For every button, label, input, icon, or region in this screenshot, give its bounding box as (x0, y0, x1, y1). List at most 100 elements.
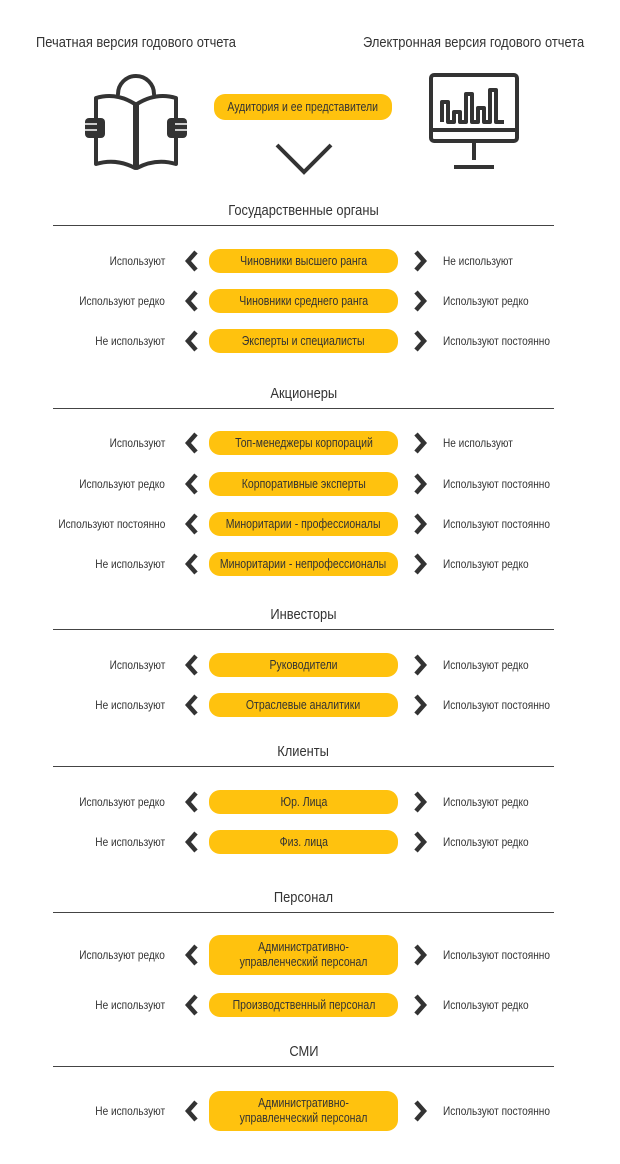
chevron-right-icon (414, 473, 428, 495)
audience-group-pill: Отраслевые аналитики (209, 693, 398, 717)
section-title-text: СМИ (288, 1043, 319, 1060)
section-title: Государственные органы (53, 202, 554, 219)
section-divider (53, 912, 554, 913)
audience-group-label: Физ. лица (279, 834, 328, 849)
audience-group-label: Эксперты и специалисты (242, 333, 365, 348)
chevron-right-icon (414, 831, 428, 853)
print-usage-label: Используют (109, 254, 165, 268)
audience-group-pill: Миноритарии - профессионалы (209, 512, 398, 536)
chevron-right-icon (414, 330, 428, 352)
electronic-usage-label: Не используют (443, 254, 513, 268)
electronic-usage-label: Используют постоянно (443, 1104, 550, 1118)
section-title-text: Акционеры (270, 385, 337, 402)
chevron-left-icon (184, 694, 198, 716)
chevron-right-icon (414, 513, 428, 535)
monitor-chart-icon (429, 73, 519, 169)
audience-group-label: Юр. Лица (280, 794, 327, 809)
section-title: Клиенты (53, 743, 554, 760)
chevron-left-icon (184, 513, 198, 535)
audience-group-pill: Чиновники среднего ранга (209, 289, 398, 313)
electronic-usage-label: Не используют (443, 436, 513, 450)
section-title-text: Клиенты (277, 743, 330, 760)
electronic-usage-label: Используют редко (443, 998, 529, 1012)
chevron-left-icon (184, 290, 198, 312)
print-usage-label: Используют редко (79, 294, 165, 308)
section-title-text: Государственные органы (228, 202, 379, 219)
audience-group-pill: Производственный персонал (209, 993, 398, 1017)
audience-group-pill: Административно-управленческий персонал (209, 935, 398, 975)
audience-group-pill: Топ-менеджеры корпораций (209, 431, 398, 455)
section-title: СМИ (53, 1043, 554, 1060)
chevron-left-icon (184, 553, 198, 575)
section-title: Акционеры (53, 385, 554, 402)
chevron-left-icon (184, 250, 198, 272)
chevron-left-icon (184, 473, 198, 495)
electronic-version-title: Электронная версия годового отчета (362, 34, 584, 51)
electronic-usage-label: Используют постоянно (443, 948, 550, 962)
electronic-usage-label: Используют редко (443, 658, 529, 672)
section-title-text: Инвесторы (270, 606, 337, 623)
audience-group-label: Миноритарии - непрофессионалы (220, 556, 387, 571)
chevron-left-icon (184, 831, 198, 853)
print-usage-label: Не используют (95, 698, 165, 712)
section-divider (53, 408, 554, 409)
chevron-right-icon (414, 654, 428, 676)
audience-group-pill: Юр. Лица (209, 790, 398, 814)
section-title: Персонал (53, 889, 554, 906)
chevron-right-icon (414, 944, 428, 966)
section-divider (53, 629, 554, 630)
chevron-right-icon (414, 791, 428, 813)
electronic-usage-label: Используют редко (443, 557, 529, 571)
audience-group-label: Административно-управленческий персонал (239, 940, 368, 969)
chevron-right-icon (414, 1100, 428, 1122)
print-usage-label: Используют редко (79, 477, 165, 491)
audience-group-label: Административно-управленческий персонал (239, 1096, 368, 1125)
audience-group-pill: Корпоративные эксперты (209, 472, 398, 496)
chevron-right-icon (414, 290, 428, 312)
audience-group-pill: Чиновники высшего ранга (209, 249, 398, 273)
section-title-text: Персонал (273, 889, 334, 906)
electronic-usage-label: Используют редко (443, 294, 529, 308)
audience-group-pill: Миноритарии - непрофессионалы (209, 552, 398, 576)
chevron-right-icon (414, 994, 428, 1016)
audience-group-label: Корпоративные эксперты (241, 476, 366, 491)
electronic-usage-label: Используют постоянно (443, 477, 550, 491)
chevron-right-icon (414, 432, 428, 454)
audience-group-label: Руководители (269, 657, 338, 672)
audience-group-label: Производственный персонал (232, 997, 375, 1012)
electronic-usage-label: Используют постоянно (443, 698, 550, 712)
section-divider (53, 1066, 554, 1067)
print-usage-label: Используют редко (79, 948, 165, 962)
print-usage-label: Используют (109, 658, 165, 672)
section-divider (53, 766, 554, 767)
print-usage-label: Не используют (95, 998, 165, 1012)
print-usage-label: Не используют (95, 835, 165, 849)
print-usage-label: Используют постоянно (58, 517, 165, 531)
chevron-left-icon (184, 432, 198, 454)
section-title: Инвесторы (53, 606, 554, 623)
audience-group-label: Чиновники среднего ранга (239, 293, 368, 308)
audience-group-label: Чиновники высшего ранга (239, 253, 368, 268)
chevron-left-icon (184, 994, 198, 1016)
chevron-left-icon (184, 944, 198, 966)
chevron-left-icon (184, 1100, 198, 1122)
audience-group-pill: Административно-управленческий персонал (209, 1091, 398, 1131)
chevron-right-icon (414, 250, 428, 272)
print-usage-label: Не используют (95, 334, 165, 348)
chevron-left-icon (184, 330, 198, 352)
chevron-left-icon (184, 654, 198, 676)
electronic-usage-label: Используют редко (443, 795, 529, 809)
audience-group-label: Миноритарии - профессионалы (226, 516, 381, 531)
print-version-title: Печатная версия годового отчета (36, 34, 236, 51)
print-usage-label: Используют редко (79, 795, 165, 809)
audience-group-label: Отраслевые аналитики (246, 697, 361, 712)
chevron-left-icon (184, 791, 198, 813)
electronic-usage-label: Используют редко (443, 835, 529, 849)
electronic-usage-label: Используют постоянно (443, 334, 550, 348)
audience-pill: Аудитория и ее представители (214, 94, 392, 120)
audience-group-label: Топ-менеджеры корпораций (234, 435, 373, 450)
chevron-down-icon (275, 143, 333, 175)
print-usage-label: Не используют (95, 1104, 165, 1118)
audience-group-pill: Физ. лица (209, 830, 398, 854)
audience-group-pill: Эксперты и специалисты (209, 329, 398, 353)
